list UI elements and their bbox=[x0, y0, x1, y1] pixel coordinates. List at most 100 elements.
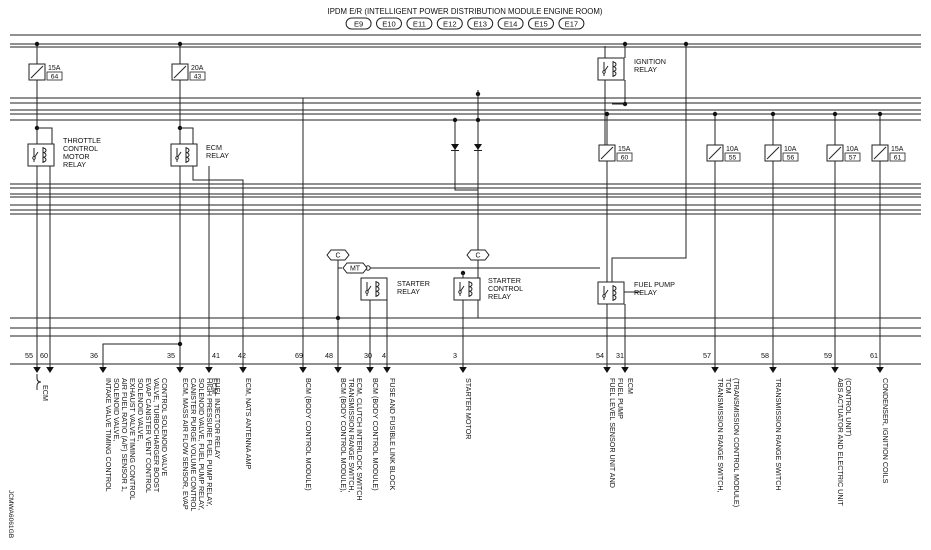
connector-code: E14 bbox=[504, 20, 518, 29]
relay-label: MOTOR bbox=[63, 152, 90, 161]
junction-dot bbox=[335, 315, 341, 321]
wire-path bbox=[180, 127, 194, 144]
connector-pill bbox=[376, 17, 402, 30]
terminal-label: BCM (BODY CONTROL MODULE), bbox=[339, 378, 348, 493]
terminal-number: 54 bbox=[596, 351, 604, 360]
relay-label: STARTER bbox=[488, 276, 521, 285]
terminal-number: 41 bbox=[212, 351, 220, 360]
terminal-label: EVAP CANISTER VENT CONTROL bbox=[144, 378, 153, 493]
connector-pill bbox=[528, 17, 554, 30]
terminal-arrow bbox=[334, 367, 342, 373]
terminal-label: INTAKE VALVE TIMING CONTROL bbox=[104, 378, 113, 492]
wire-path bbox=[454, 120, 478, 191]
terminal-label: SOLENOID VALVE, FUEL PUMP RELAY, bbox=[197, 378, 206, 510]
terminal-number: 35 bbox=[167, 351, 175, 360]
relay-coil-loop bbox=[375, 290, 380, 297]
fuse-rating: 20A bbox=[191, 65, 204, 72]
junction-dot bbox=[683, 41, 689, 47]
terminal-arrow bbox=[711, 367, 719, 373]
terminal-label: CANISTER PURGE VOLUME CONTROL bbox=[189, 378, 198, 511]
terminal-arrow bbox=[176, 367, 184, 373]
terminal-label: TRANSMISSION RANGE SWITCH, bbox=[347, 378, 356, 493]
fuse-number: 57 bbox=[849, 155, 857, 162]
terminal-number: 48 bbox=[325, 351, 333, 360]
connector-tag bbox=[466, 249, 490, 261]
junction-dot bbox=[452, 117, 458, 123]
terminal-label: ABS ACTUATOR AND ELECTRIC UNIT bbox=[836, 378, 845, 507]
junction-dot bbox=[177, 41, 183, 47]
terminal-label: FUSE AND FUSIBLE LINK BLOCK bbox=[388, 378, 397, 490]
wire-path bbox=[36, 374, 42, 390]
terminal-arrow bbox=[239, 367, 247, 373]
terminal-label: ECM, MASS AIR FLOW SENSOR, EVAP bbox=[181, 378, 190, 510]
terminal-label: SOLENOID VALVE, bbox=[112, 378, 121, 441]
terminal-label: ECM, NATS ANTENNA AMP bbox=[244, 378, 253, 470]
fuse-number: 61 bbox=[894, 155, 902, 162]
connector-code: E13 bbox=[473, 20, 487, 29]
terminal-arrow bbox=[876, 367, 884, 373]
fuse-number: 64 bbox=[51, 74, 59, 81]
terminal-label: SOLENOID VALVE, bbox=[136, 378, 145, 441]
fuse-link bbox=[173, 65, 187, 79]
fuse-number: 55 bbox=[729, 155, 737, 162]
terminal-number: 57 bbox=[703, 351, 711, 360]
relay-label: ECM bbox=[206, 143, 222, 152]
fuse-rating: 15A bbox=[618, 146, 631, 153]
terminal-number: 59 bbox=[824, 351, 832, 360]
terminal-label: TRANSMISSION RANGE SWITCH, bbox=[716, 378, 725, 493]
relay-label: FUEL PUMP bbox=[634, 280, 675, 289]
terminal-label: TRANSMISSION RANGE SWITCH bbox=[774, 378, 783, 491]
junction-dot bbox=[712, 111, 718, 117]
connector-code: E9 bbox=[354, 20, 363, 29]
relay-label: STARTER bbox=[397, 279, 430, 288]
terminal-arrow bbox=[366, 367, 374, 373]
fuse-link bbox=[873, 146, 887, 160]
connector-code: E10 bbox=[382, 20, 396, 29]
wire-path bbox=[102, 343, 180, 364]
terminal-arrow bbox=[383, 367, 391, 373]
connector-pill bbox=[467, 17, 494, 30]
fuse-number-box bbox=[189, 71, 206, 81]
terminal-arrow bbox=[621, 367, 629, 373]
junction-dot bbox=[604, 111, 610, 117]
terminal-label: CONDENSER, IGNITION COILS bbox=[881, 378, 890, 484]
terminal-label: HIGH PRESSURE FUEL PUMP RELAY, bbox=[205, 378, 214, 506]
terminal-label: (CONTROL UNIT) bbox=[844, 378, 853, 436]
relay-label: CONTROL bbox=[488, 284, 523, 293]
junction-dot bbox=[622, 41, 628, 47]
junction-dot bbox=[877, 111, 883, 117]
fuse-rating: 15A bbox=[48, 65, 61, 72]
junction-dot bbox=[177, 341, 183, 347]
terminal-number: 61 bbox=[870, 351, 878, 360]
terminal-label: STARTER MOTOR bbox=[464, 378, 473, 440]
components bbox=[27, 17, 906, 373]
relay-contact-dot bbox=[32, 156, 36, 160]
relay-label: RELAY bbox=[63, 160, 86, 169]
fuse-link bbox=[766, 146, 780, 160]
relay-label: RELAY bbox=[634, 288, 657, 297]
relay-label: THROTTLE bbox=[63, 136, 101, 145]
terminal-arrow bbox=[33, 367, 41, 373]
fuse-number-box bbox=[782, 152, 799, 162]
fuse-rating: 10A bbox=[726, 146, 739, 153]
wire-path bbox=[192, 166, 244, 364]
terminal-number: 3 bbox=[453, 351, 457, 360]
terminal-arrow bbox=[99, 367, 107, 373]
connector-tag bbox=[326, 249, 350, 261]
terminal-label: ECM bbox=[210, 378, 219, 394]
connector-pill bbox=[345, 17, 372, 30]
terminal-number: 58 bbox=[761, 351, 769, 360]
terminal-label: BCM (BODY CONTROL MODULE) bbox=[304, 378, 313, 491]
junction-dot bbox=[34, 41, 40, 47]
terminal-label: (TRANSMISSION CONTROL MODULE) bbox=[732, 378, 741, 507]
wire-path bbox=[302, 97, 478, 364]
wire-path bbox=[611, 44, 687, 282]
terminal-arrow bbox=[769, 367, 777, 373]
throttle-relay bbox=[27, 143, 55, 167]
starter-relay bbox=[360, 277, 388, 301]
connector-tag-label: C bbox=[335, 253, 340, 260]
terminal-number: 42 bbox=[238, 351, 246, 360]
fuse-number-box bbox=[844, 152, 861, 162]
fuse-number-box bbox=[46, 71, 63, 81]
relay-contact-dot bbox=[458, 290, 462, 294]
